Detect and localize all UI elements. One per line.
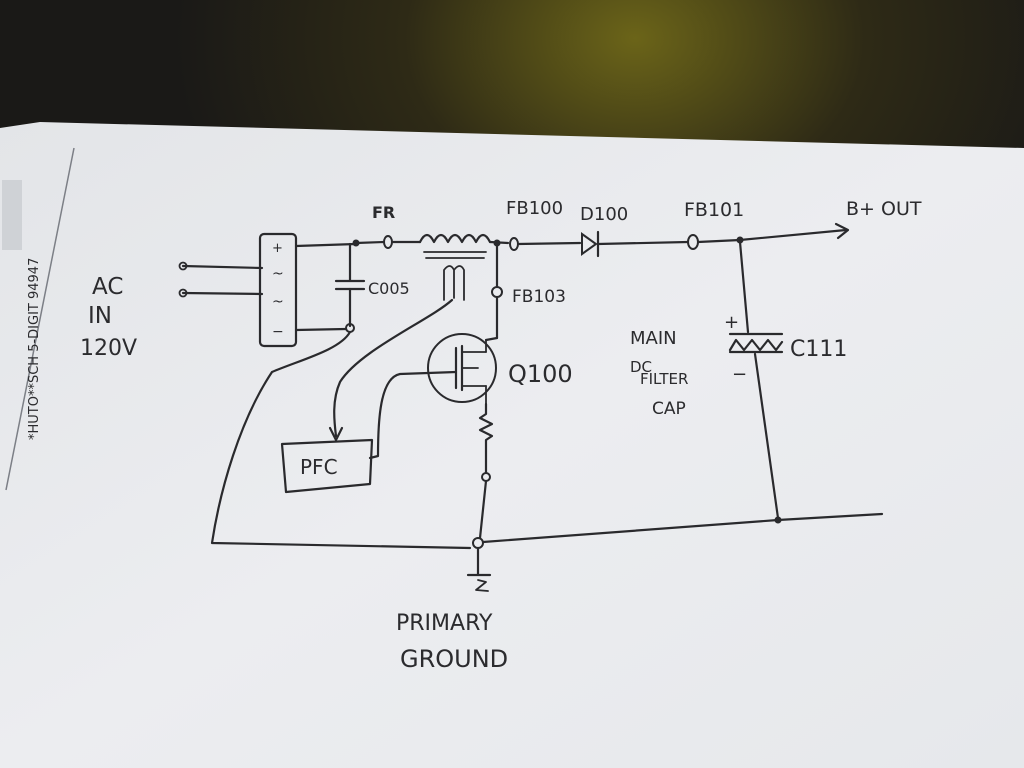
d100-diode — [581, 232, 598, 256]
bridge-ac1-label: ~ — [272, 266, 284, 282]
paper-margin-line — [5, 147, 75, 491]
b-plus-out-label: B+ OUT — [846, 198, 922, 220]
edge-print: *HUTO**SCH 5-DIGIT 94947 — [2, 180, 42, 440]
schematic-wiring — [178, 222, 884, 592]
pfc-controller — [280, 438, 374, 494]
c111-label: C111 — [790, 337, 847, 362]
bridge-minus-label: − — [272, 324, 284, 340]
fb103-label: FB103 — [512, 287, 566, 307]
ac-in-label-3: 120V — [80, 336, 137, 361]
bridge-rectifier — [258, 232, 298, 348]
fb101-label: FB101 — [684, 199, 744, 221]
diagram-labels: AC IN 120V FR FB100 D100 FB101 B+ OUT C0… — [80, 198, 922, 673]
main-cap-label-3: FILTER — [640, 370, 688, 388]
d100-label: D100 — [580, 204, 628, 225]
ground-label-1: PRIMARY — [396, 611, 493, 636]
bridge-plus-label: + — [272, 241, 283, 256]
edge-print-text: *HUTO**SCH 5-DIGIT 94947 — [27, 258, 42, 440]
main-cap-label-1: MAIN — [630, 328, 677, 349]
fr-label: FR — [372, 203, 395, 222]
pfc-inductor — [418, 233, 492, 244]
bridge-ac2-label: ~ — [272, 294, 284, 310]
q100-mosfet — [427, 333, 497, 403]
ac-in-label-2: IN — [88, 303, 112, 329]
q100-label: Q100 — [508, 360, 573, 388]
fb100-label: FB100 — [506, 198, 563, 219]
cap-plus-label: + — [724, 312, 739, 333]
c005-label: C005 — [368, 279, 410, 298]
main-cap-label-4: CAP — [652, 399, 686, 419]
main-cap-label-2: DC — [630, 358, 652, 376]
cap-minus-label: − — [732, 364, 747, 385]
paper-sheet — [0, 122, 1024, 768]
c111-capacitor — [728, 338, 784, 352]
ground-label-2: GROUND — [400, 645, 508, 673]
ac-in-label-1: AC — [92, 274, 123, 300]
pfc-label: PFC — [300, 455, 338, 479]
